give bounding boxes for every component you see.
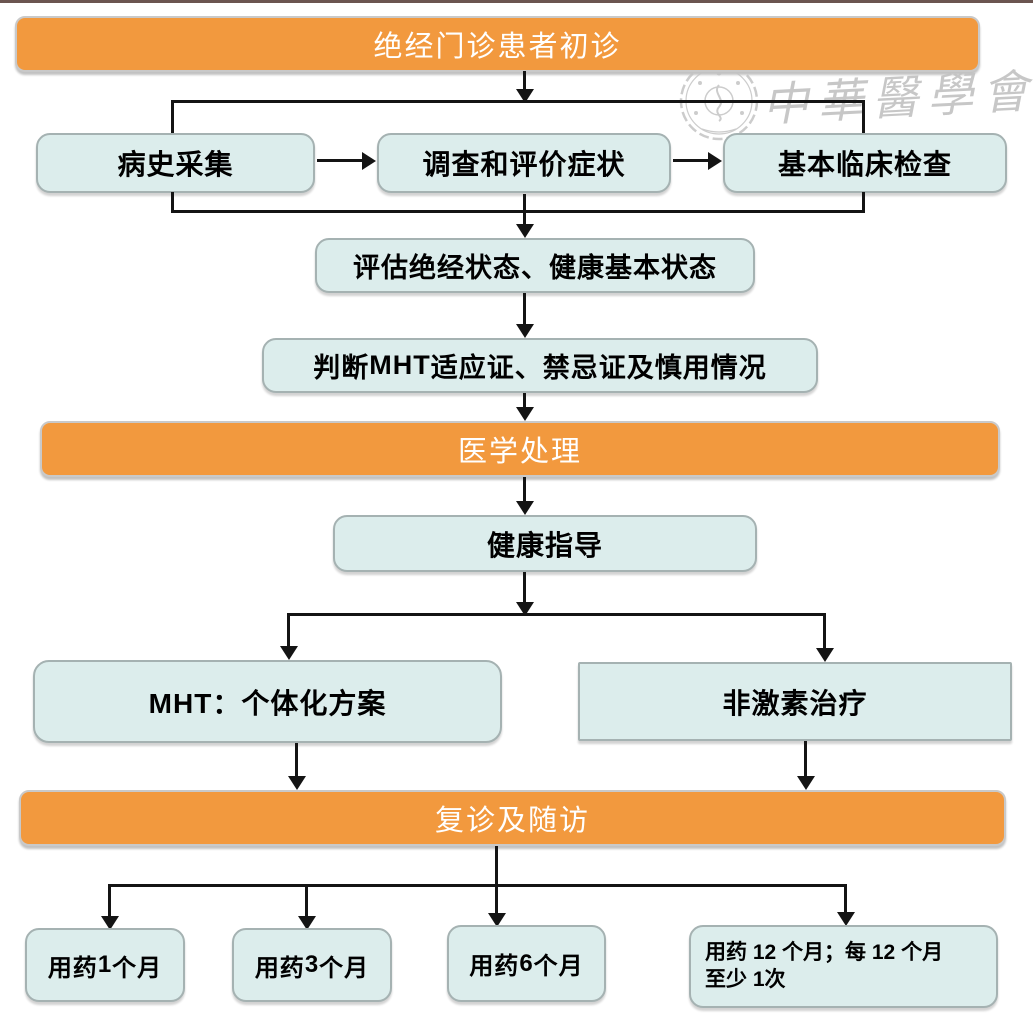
stage-bar-followup-label: 复诊及随访 — [434, 805, 590, 837]
flow-line — [862, 100, 865, 134]
flow-line — [523, 71, 526, 91]
flow-line — [495, 846, 498, 887]
arrow-down-icon — [288, 776, 306, 790]
label-part: 用药 — [47, 954, 98, 982]
arrow-down-icon — [280, 646, 298, 660]
node-medication-12-months: 用药 12 个月；每 12 个月 至少 1次 — [689, 925, 998, 1008]
label-number: 12 — [752, 941, 777, 965]
page-edge-strip — [0, 0, 1033, 3]
label-number: 1 — [752, 967, 765, 991]
flow-line — [171, 210, 865, 213]
node-health-guidance: 健康指导 — [333, 515, 757, 572]
flow-line — [523, 293, 526, 325]
label-part: 用药 — [254, 954, 305, 982]
flow-line — [804, 741, 807, 778]
stage-bar-initial-visit-label: 绝经门诊患者初诊 — [373, 31, 622, 63]
arrow-down-icon — [516, 501, 534, 515]
arrow-down-icon — [101, 916, 119, 930]
label-part: 个月 — [319, 954, 370, 982]
flow-line — [862, 192, 865, 213]
flow-line — [523, 393, 526, 409]
node-medication-6-months: 用药 6 个月 — [447, 925, 606, 1002]
arrow-down-icon — [516, 324, 534, 338]
flow-line — [495, 884, 498, 914]
flow-line — [295, 743, 298, 778]
label-part: 至少 — [705, 967, 753, 991]
node-assess-status-label: 评估绝经状态、健康基本状态 — [353, 253, 717, 283]
label-part: 次 — [764, 967, 786, 991]
node-clinical-exam-label: 基本临床检查 — [777, 149, 952, 180]
flow-line — [523, 194, 526, 225]
flow-line — [287, 613, 290, 648]
arrow-down-icon — [516, 89, 534, 103]
arrow-right-icon — [362, 152, 376, 170]
flow-line — [108, 884, 846, 887]
flow-line — [171, 100, 865, 103]
label-part: 个月 — [895, 941, 944, 965]
flow-line — [673, 159, 709, 162]
label-line1: 用药 12 个月；每 12 个月 — [705, 940, 943, 966]
flow-line — [305, 884, 308, 917]
node-health-guidance-label: 健康指导 — [486, 529, 603, 561]
arrow-down-icon — [516, 407, 534, 421]
judge-label-mht: MHT — [369, 350, 431, 380]
node-history-collection-label: 病史采集 — [117, 149, 234, 180]
arrow-down-icon — [488, 913, 506, 927]
label-number: 3 — [304, 951, 320, 978]
label-part: 用药 — [705, 941, 753, 965]
flow-line — [287, 613, 826, 616]
label-part: 个月 — [533, 953, 584, 980]
arrow-down-icon — [516, 224, 534, 238]
arrow-down-icon — [797, 776, 815, 790]
flow-line — [523, 572, 526, 604]
node-history-collection: 病史采集 — [36, 133, 315, 193]
node-judge-mht-indications: 判断 MHT 适应证、禁忌证及慎用情况 — [262, 338, 818, 393]
label-part: 用药 — [469, 953, 520, 980]
flow-line — [171, 100, 174, 134]
flow-line — [317, 159, 363, 162]
judge-label-suffix: 适应证、禁忌证及慎用情况 — [430, 353, 767, 383]
node-symptom-survey: 调查和评价症状 — [377, 133, 671, 193]
node-mht-individualized-plan-label: MHT：个体化方案 — [148, 687, 387, 719]
flow-line — [108, 884, 111, 917]
arrow-right-icon — [708, 152, 722, 170]
arrow-down-icon — [516, 602, 534, 616]
node-mht-individualized-plan: MHT：个体化方案 — [33, 660, 502, 743]
arrow-down-icon — [816, 648, 834, 662]
node-assess-status: 评估绝经状态、健康基本状态 — [315, 238, 755, 293]
node-non-hormonal-therapy-label: 非激素治疗 — [722, 687, 868, 719]
label-number: 1 — [97, 951, 113, 978]
node-symptom-survey-label: 调查和评价症状 — [422, 149, 626, 180]
node-medication-1-month: 用药 1 个月 — [25, 928, 185, 1002]
flow-line — [171, 192, 174, 213]
node-non-hormonal-therapy: 非激素治疗 — [578, 662, 1012, 741]
node-clinical-exam: 基本临床检查 — [723, 133, 1007, 193]
flow-line — [823, 613, 826, 650]
judge-label-prefix: 判断 — [313, 353, 370, 383]
stage-bar-medical-management-label: 医学处理 — [457, 436, 582, 468]
arrow-down-icon — [837, 912, 855, 926]
label-number: 12 — [871, 941, 896, 965]
stage-bar-initial-visit: 绝经门诊患者初诊 — [15, 16, 980, 72]
arrow-down-icon — [298, 916, 316, 930]
label-part: 个月 — [112, 954, 163, 982]
label-line2: 至少 1次 — [705, 967, 786, 993]
node-medication-3-months: 用药 3 个月 — [232, 928, 392, 1002]
label-number: 6 — [519, 949, 534, 977]
stage-bar-followup: 复诊及随访 — [19, 790, 1006, 846]
flow-line — [523, 477, 526, 503]
label-part: 个月；每 — [776, 941, 872, 965]
flow-line — [844, 884, 847, 914]
stage-bar-medical-management: 医学处理 — [40, 421, 1000, 477]
